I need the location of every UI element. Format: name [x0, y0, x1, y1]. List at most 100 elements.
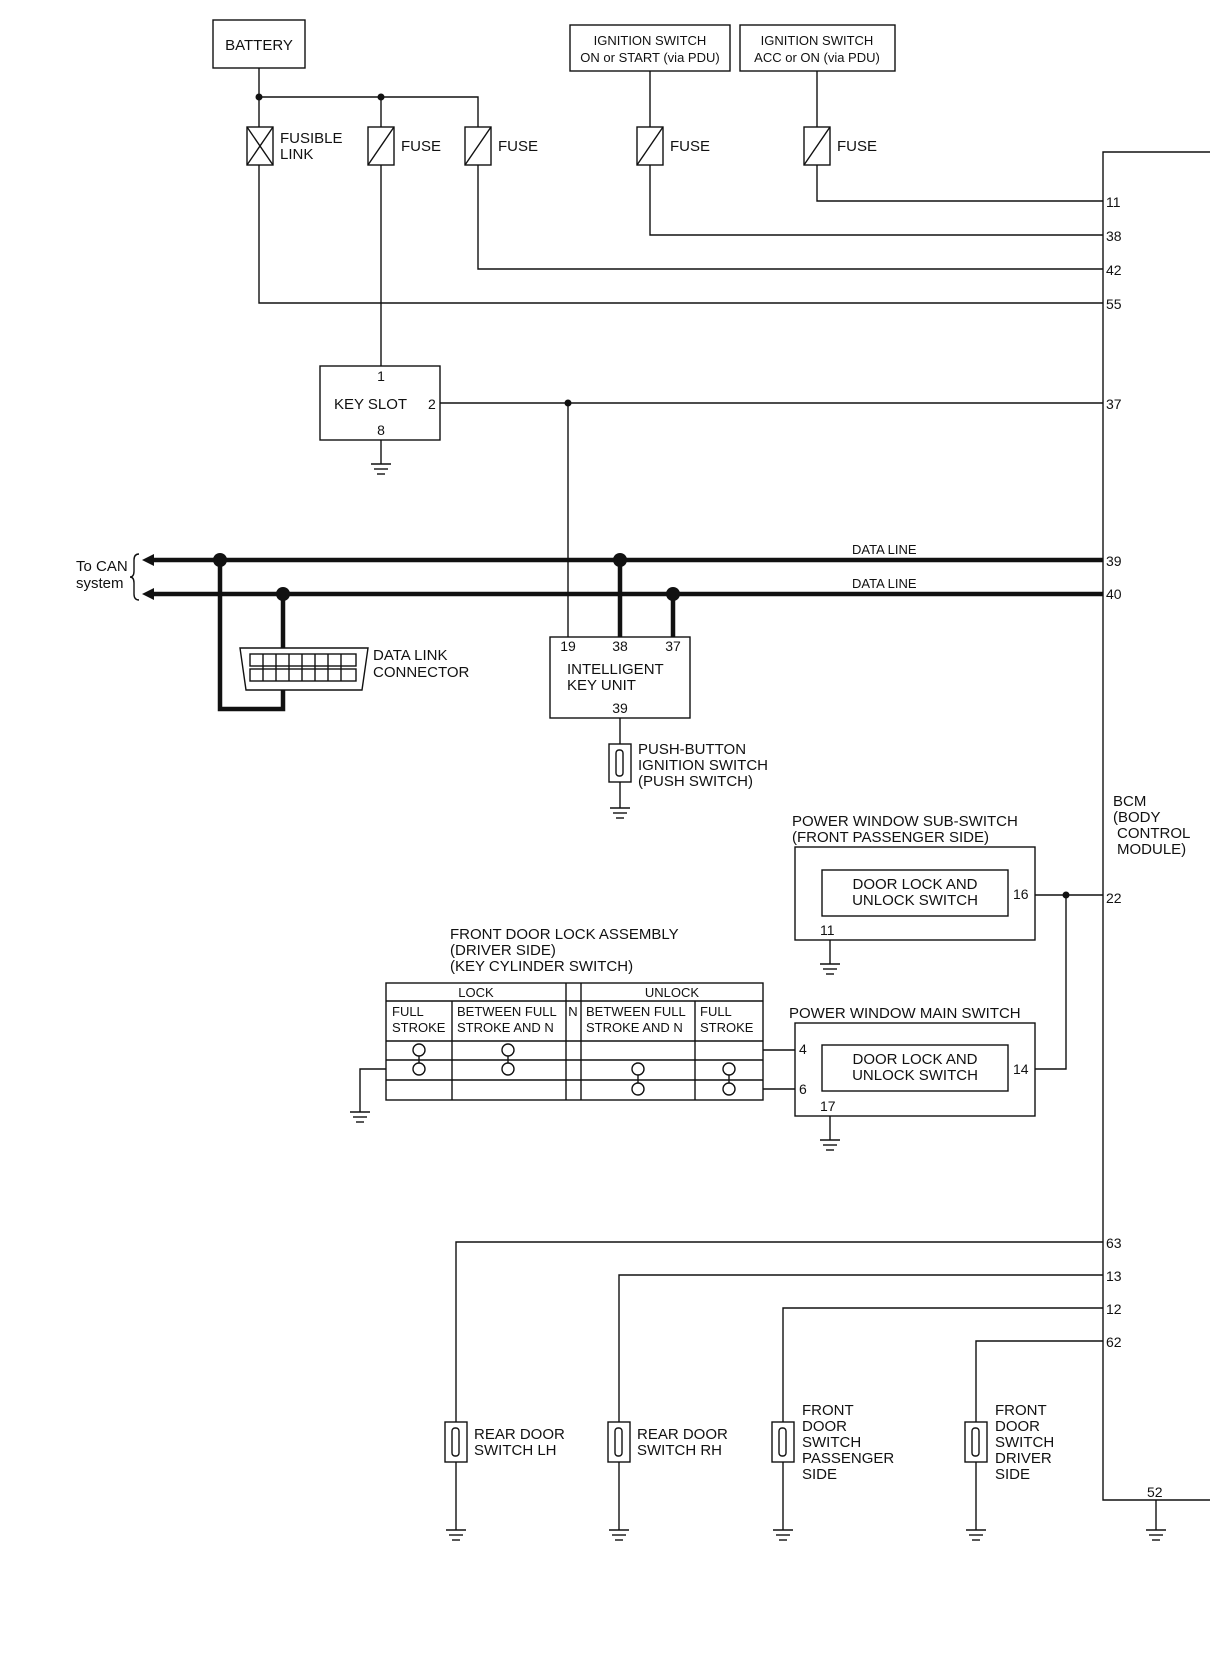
svg-text:FRONT: FRONT	[995, 1402, 1047, 1419]
svg-text:IGNITION SWITCH: IGNITION SWITCH	[638, 757, 768, 774]
bcm: BCM (BODY CONTROL MODULE) 11 38 42 55 37…	[1102, 151, 1210, 1541]
fuse-to-bcm-wires	[258, 165, 1103, 366]
svg-text:KEY SLOT: KEY SLOT	[334, 396, 407, 413]
svg-text:37: 37	[665, 638, 681, 654]
svg-text:(FRONT PASSENGER SIDE): (FRONT PASSENGER SIDE)	[792, 829, 989, 846]
svg-text:19: 19	[560, 638, 576, 654]
svg-text:SWITCH: SWITCH	[995, 1434, 1054, 1451]
can-bus: To CAN system DATA LINE DATA LINE	[76, 542, 1103, 712]
svg-text:55: 55	[1106, 296, 1122, 312]
svg-text:UNLOCK SWITCH: UNLOCK SWITCH	[852, 1067, 978, 1084]
svg-text:ON or START (via PDU): ON or START (via PDU)	[580, 50, 719, 65]
svg-text:UNLOCK: UNLOCK	[645, 985, 700, 1000]
svg-text:52: 52	[1147, 1484, 1163, 1500]
svg-text:42: 42	[1106, 262, 1122, 278]
svg-text:STROKE: STROKE	[392, 1020, 446, 1035]
svg-text:FUSE: FUSE	[401, 138, 441, 155]
battery: BATTERY	[212, 19, 306, 69]
ground-icon	[820, 1139, 840, 1151]
svg-text:FUSIBLE: FUSIBLE	[280, 130, 343, 147]
svg-text:To CAN: To CAN	[76, 558, 128, 575]
front-door-switch-passenger: FRONT DOOR SWITCH PASSENGER SIDE	[771, 1402, 894, 1541]
fuse-2: FUSE	[464, 126, 538, 166]
svg-text:FULL: FULL	[700, 1004, 732, 1019]
ground-icon	[820, 963, 840, 975]
svg-text:17: 17	[820, 1098, 836, 1114]
svg-text:LOCK: LOCK	[458, 985, 494, 1000]
svg-text:DATA LINE: DATA LINE	[852, 576, 917, 591]
rear-door-switch-lh: REAR DOOR SWITCH LH	[444, 1421, 565, 1541]
svg-text:LINK: LINK	[280, 146, 313, 163]
svg-text:(KEY CYLINDER SWITCH): (KEY CYLINDER SWITCH)	[450, 958, 633, 975]
svg-text:STROKE AND N: STROKE AND N	[586, 1020, 683, 1035]
svg-text:37: 37	[1106, 396, 1122, 412]
fuse-3: FUSE	[636, 71, 710, 166]
power-window-main-switch: POWER WINDOW MAIN SWITCH DOOR LOCK AND U…	[789, 1005, 1036, 1151]
svg-text:14: 14	[1013, 1061, 1029, 1077]
ground-icon	[1146, 1529, 1166, 1541]
svg-text:KEY UNIT: KEY UNIT	[567, 677, 636, 694]
svg-text:8: 8	[377, 422, 385, 438]
svg-text:1: 1	[377, 368, 385, 384]
door-switch-wires	[455, 1241, 1103, 1422]
svg-text:system: system	[76, 575, 124, 592]
svg-text:ACC or ON (via PDU): ACC or ON (via PDU)	[754, 50, 880, 65]
svg-text:CONTROL: CONTROL	[1117, 825, 1190, 842]
svg-text:MODULE): MODULE)	[1117, 841, 1186, 858]
battery-wiring	[255, 68, 479, 127]
svg-text:SWITCH RH: SWITCH RH	[637, 1442, 722, 1459]
push-button-ignition-switch: PUSH-BUTTON IGNITION SWITCH (PUSH SWITCH…	[608, 741, 768, 819]
intelligent-key-unit: 19 38 37 INTELLIGENT KEY UNIT 39	[549, 636, 691, 719]
key-slot: 1 KEY SLOT 2 8	[319, 365, 441, 475]
key-cylinder-switch-table: LOCK UNLOCK N FULL STROKE BETWEEN FULL S…	[385, 982, 764, 1101]
svg-text:62: 62	[1106, 1334, 1122, 1350]
svg-text:STROKE: STROKE	[700, 1020, 754, 1035]
svg-text:40: 40	[1106, 586, 1122, 602]
front-door-lock-assembly: FRONT DOOR LOCK ASSEMBLY (DRIVER SIDE) (…	[350, 926, 795, 1123]
svg-text:2: 2	[428, 396, 436, 412]
svg-text:13: 13	[1106, 1268, 1122, 1284]
svg-text:FRONT DOOR LOCK ASSEMBLY: FRONT DOOR LOCK ASSEMBLY	[450, 926, 679, 943]
svg-text:FUSE: FUSE	[670, 138, 710, 155]
svg-text:39: 39	[1106, 553, 1122, 569]
ground-icon	[350, 1111, 370, 1123]
svg-text:PASSENGER: PASSENGER	[802, 1450, 894, 1467]
svg-text:63: 63	[1106, 1235, 1122, 1251]
svg-text:N: N	[568, 1004, 577, 1019]
ground-icon	[966, 1529, 986, 1541]
svg-text:STROKE AND N: STROKE AND N	[457, 1020, 554, 1035]
svg-text:4: 4	[799, 1041, 807, 1057]
svg-text:BETWEEN FULL: BETWEEN FULL	[586, 1004, 686, 1019]
fuse-4: FUSE	[803, 71, 877, 166]
svg-text:DATA LINE: DATA LINE	[852, 542, 917, 557]
svg-text:16: 16	[1013, 886, 1029, 902]
svg-text:CONNECTOR: CONNECTOR	[373, 664, 470, 681]
svg-text:SWITCH: SWITCH	[802, 1434, 861, 1451]
svg-text:SWITCH LH: SWITCH LH	[474, 1442, 557, 1459]
svg-text:6: 6	[799, 1081, 807, 1097]
ground-icon	[446, 1529, 466, 1541]
svg-text:(DRIVER SIDE): (DRIVER SIDE)	[450, 942, 556, 959]
svg-text:REAR DOOR: REAR DOOR	[637, 1426, 728, 1443]
svg-text:POWER WINDOW SUB-SWITCH: POWER WINDOW SUB-SWITCH	[792, 813, 1018, 830]
svg-text:38: 38	[1106, 228, 1122, 244]
svg-text:IGNITION SWITCH: IGNITION SWITCH	[761, 33, 874, 48]
svg-text:BATTERY: BATTERY	[225, 37, 293, 54]
data-link-connector: DATA LINK CONNECTOR	[239, 647, 470, 691]
svg-text:REAR DOOR: REAR DOOR	[474, 1426, 565, 1443]
ignition-switch-on-start: IGNITION SWITCH ON or START (via PDU)	[569, 24, 731, 72]
svg-text:11: 11	[820, 922, 835, 938]
dlc-pins-icon	[249, 653, 357, 682]
svg-text:39: 39	[612, 700, 628, 716]
svg-text:BETWEEN FULL: BETWEEN FULL	[457, 1004, 557, 1019]
svg-text:11: 11	[1106, 194, 1121, 210]
svg-text:UNLOCK SWITCH: UNLOCK SWITCH	[852, 892, 978, 909]
ground-icon	[773, 1529, 793, 1541]
svg-text:DRIVER: DRIVER	[995, 1450, 1052, 1467]
svg-text:(PUSH SWITCH): (PUSH SWITCH)	[638, 773, 753, 790]
svg-text:DOOR: DOOR	[995, 1418, 1040, 1435]
svg-text:POWER WINDOW MAIN SWITCH: POWER WINDOW MAIN SWITCH	[789, 1005, 1021, 1022]
svg-text:BCM: BCM	[1113, 793, 1146, 810]
svg-text:38: 38	[612, 638, 628, 654]
